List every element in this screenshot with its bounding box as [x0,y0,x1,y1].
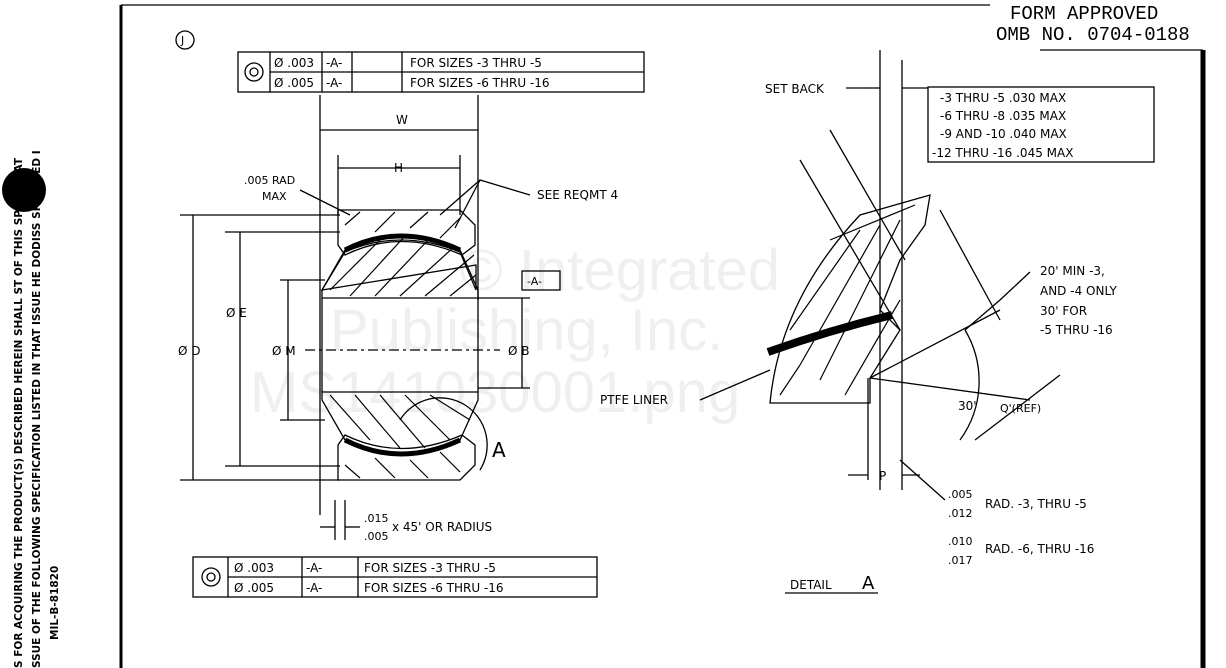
detail-view-p: P [879,469,886,483]
detail-view-ptfe-liner: PTFE LINER [600,393,668,407]
form-approved: FORM APPROVED [1010,3,1158,25]
omb-number: OMB NO. 0704-0188 [996,24,1190,46]
detail-view-rad2-upper: .010 [948,535,973,548]
main-view-dia-e: Ø E [226,306,247,320]
main-view-see-reqmt: SEE REQMT 4 [537,188,618,202]
detail-view-angle-note-2: 30' FOR [1040,304,1087,318]
main-view-chamfer-lower: .005 [364,530,389,543]
detail-view-angle-note-0: 20' MIN -3, [1040,264,1105,278]
detail-view-angle-note-3: -5 THRU -16 [1040,323,1113,337]
detail-view-rad1-lower: .012 [948,507,973,520]
sheet-marker: J [180,34,184,47]
detail-view-angle-note-1: AND -4 ONLY [1040,284,1118,298]
main-view-dia-d: Ø D [178,344,201,358]
detail-view-title-letter: A [862,573,875,594]
detail-view-setback-table-3: -12 THRU -16 .045 MAX [932,146,1073,160]
sheet-border [119,4,1206,668]
main-view-w: W [396,113,408,127]
top-control-frame-rows-1-tol: Ø .005 [274,76,314,90]
detail-view-q-ref: Q'(REF) [1000,402,1041,415]
detail-view-rad1-upper: .005 [948,488,973,501]
main-view-chamfer-text: x 45' OR RADIUS [392,520,492,534]
detail-view-setback-table-2: -9 AND -10 .040 MAX [940,127,1067,141]
main-view-chamfer-upper: .015 [364,512,389,525]
top-control-frame-rows-0-datum: -A- [326,56,342,70]
bottom-control-frame-rows-0-sizes: FOR SIZES -3 THRU -5 [364,561,496,575]
main-view-dia-m: Ø M [272,344,296,358]
main-view-detail-callout: A [492,438,506,462]
detail-view-set-back: SET BACK [765,82,825,96]
watermark-line-1: © Integrated [460,238,780,303]
sheet-marker-circle [175,30,195,50]
top-control-frame-rows-0-tol: Ø .003 [274,56,314,70]
detail-view-rad1-text: RAD. -3, THRU -5 [985,497,1087,511]
detail-view-setback-table-1: -6 THRU -8 .035 MAX [940,109,1066,123]
watermark: © Integrated Publishing, Inc. MS14103000… [250,238,780,425]
detail-view-angle-30: 30' [958,399,977,413]
side-note-line-1: S FOR ACQUIRING THE PRODUCT(S) DESCRIBED… [13,157,25,668]
top-control-frame-rows-0-sizes: FOR SIZES -3 THRU -5 [410,56,542,70]
top-control-frame: Ø .003 -A- FOR SIZES -3 THRU -5 Ø .005 -… [237,51,645,93]
main-view-rad-line1: .005 RAD [244,174,295,187]
main-view-rad-line2: MAX [262,190,287,203]
concentricity-icon [201,567,221,587]
side-note: S FOR ACQUIRING THE PRODUCT(S) DESCRIBED… [2,150,61,668]
detail-view-setback-table-0: -3 THRU -5 .030 MAX [940,91,1066,105]
concentricity-icon [244,62,264,82]
bottom-control-frame-rows-0-datum: -A- [306,561,322,575]
main-view-dia-b: Ø B [508,344,530,358]
bearing-section-view: W H .005 RAD MAX SEE REQMT 4 [178,95,618,543]
main-view-datum: -A- [527,275,542,288]
detail-view-rad2-lower: .017 [948,554,973,567]
bottom-control-frame: Ø .003 -A- FOR SIZES -3 THRU -5 Ø .005 -… [192,556,598,598]
detail-title: DETAIL [790,578,832,592]
punch-hole [2,168,46,212]
side-note-line-2: SSUE OF THE FOLLOWING SPECIFICATION LIST… [31,150,43,668]
bottom-control-frame-rows-1-datum: -A- [306,581,322,595]
detail-a-view: SET BACK -3 THRU -5 .030 MAX -6 THRU -8 … [600,50,1155,594]
top-control-frame-rows-1-sizes: FOR SIZES -6 THRU -16 [410,76,550,90]
bottom-control-frame-rows-1-sizes: FOR SIZES -6 THRU -16 [364,581,504,595]
bottom-control-frame-rows-0-tol: Ø .003 [234,561,274,575]
detail-view-rad2-text: RAD. -6, THRU -16 [985,542,1094,556]
top-control-frame-rows-1-datum: -A- [326,76,342,90]
bottom-control-frame-rows-1-tol: Ø .005 [234,581,274,595]
watermark-line-2: Publishing, Inc. [330,298,723,363]
setback-table [927,86,1155,163]
spec-number: MIL-B-81820 [49,566,61,640]
main-view-h: H [394,161,403,175]
